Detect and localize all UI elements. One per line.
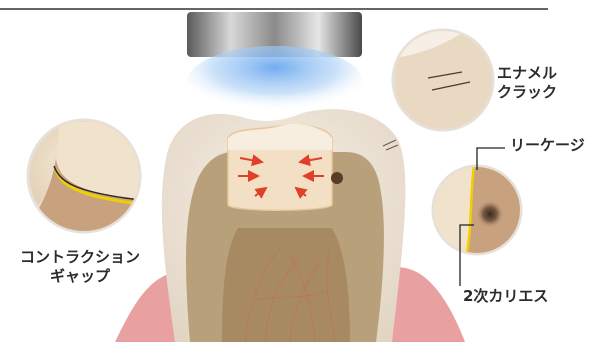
leakage-caries-detail xyxy=(430,160,530,260)
contraction-gap-detail xyxy=(20,120,140,240)
enamel-crack-detail xyxy=(393,28,500,140)
enamel-crack-label: エナメル クラック xyxy=(497,64,557,102)
gum xyxy=(390,267,465,342)
leakage-label: リーケージ xyxy=(510,136,585,155)
tooth-pulp xyxy=(222,228,350,342)
curing-light-glow xyxy=(187,46,363,118)
leakage-spot xyxy=(331,172,343,184)
contraction-gap-label: コントラクション ギャップ xyxy=(20,248,140,286)
secondary-caries-label: 2次カリエス xyxy=(463,287,548,306)
